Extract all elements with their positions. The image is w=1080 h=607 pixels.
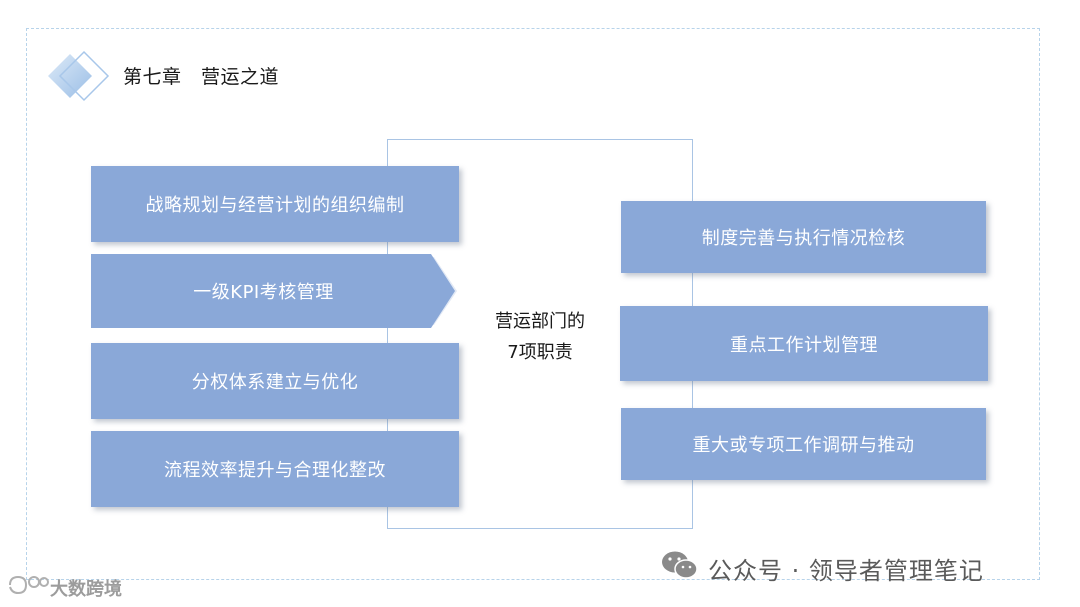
chapter-logo-icon bbox=[40, 48, 112, 104]
duty-label: 一级KPI考核管理 bbox=[193, 282, 334, 303]
center-label: 营运部门的 7项职责 bbox=[470, 306, 610, 368]
corner-text: 大数跨境 bbox=[50, 578, 122, 600]
duty-box-strategy-planning: 战略规划与经营计划的组织编制 bbox=[91, 166, 459, 242]
duty-label: 战略规划与经营计划的组织编制 bbox=[145, 195, 405, 216]
weibo-icon bbox=[6, 573, 50, 602]
watermark-text: 公众号 · 领导者管理笔记 bbox=[708, 556, 984, 585]
watermark: 公众号 · 领导者管理笔记 bbox=[660, 549, 984, 587]
duty-label: 流程效率提升与合理化整改 bbox=[164, 460, 386, 481]
slide-frame bbox=[26, 28, 1040, 580]
chapter-title: 第七章 营运之道 bbox=[123, 66, 280, 88]
center-label-line1: 营运部门的 bbox=[495, 311, 585, 332]
duty-label: 制度完善与执行情况检核 bbox=[701, 228, 906, 249]
duty-box-delegation-system: 分权体系建立与优化 bbox=[91, 343, 459, 419]
arrow-shape bbox=[91, 254, 457, 328]
duty-arrow-kpi: 一级KPI考核管理 bbox=[91, 254, 459, 328]
duty-box-system-inspection: 制度完善与执行情况检核 bbox=[621, 201, 986, 273]
duty-box-special-research: 重大或专项工作调研与推动 bbox=[621, 408, 986, 480]
duty-box-key-work-plan: 重点工作计划管理 bbox=[620, 306, 988, 381]
duty-label: 分权体系建立与优化 bbox=[191, 372, 359, 393]
wechat-icon bbox=[660, 549, 700, 587]
corner-watermark: 大数跨境 bbox=[6, 573, 122, 602]
duty-label: 重点工作计划管理 bbox=[730, 334, 878, 356]
duty-box-process-efficiency: 流程效率提升与合理化整改 bbox=[91, 431, 459, 507]
center-label-line2: 7项职责 bbox=[507, 342, 573, 363]
duty-label: 重大或专项工作调研与推动 bbox=[692, 435, 915, 456]
